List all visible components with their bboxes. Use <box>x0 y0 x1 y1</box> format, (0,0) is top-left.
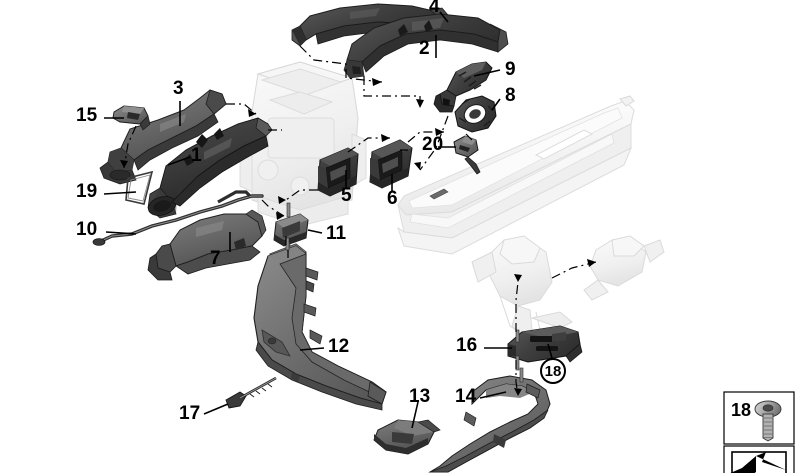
part-12-channel <box>253 237 387 411</box>
part-8-grommet <box>454 95 497 133</box>
callout-7: 7 <box>210 248 221 269</box>
callout-19: 19 <box>76 181 98 202</box>
callout-16: 16 <box>456 335 478 356</box>
part-5-vent <box>317 147 359 197</box>
part-3-duct <box>99 89 227 185</box>
callout-4: 4 <box>429 0 440 17</box>
callout-13: 13 <box>409 386 431 407</box>
ghost-dashboard-panel <box>397 95 635 255</box>
part-15-clip <box>112 105 151 131</box>
part-14-duct <box>428 367 551 473</box>
assembly-arrow-tips <box>120 78 596 396</box>
callout-11: 11 <box>326 223 347 244</box>
legend-label-18: 18 <box>731 400 752 420</box>
callout-6: 6 <box>387 188 398 209</box>
callout-20: 20 <box>422 134 444 155</box>
callout-15: 15 <box>76 105 98 126</box>
callout-1: 1 <box>191 145 202 166</box>
part-10-rod <box>92 190 264 246</box>
part-6-vent <box>369 139 413 189</box>
part-19-seal <box>125 170 154 205</box>
part-7-duct <box>147 209 267 281</box>
ghost-blower-assembly <box>471 235 665 337</box>
callout-3: 3 <box>173 78 184 99</box>
callout-14: 14 <box>455 386 477 407</box>
part-2-duct <box>343 13 509 79</box>
part-17-pin <box>225 376 277 409</box>
leader-lines <box>103 11 553 429</box>
part-13-vent <box>373 419 441 455</box>
part-11-bracket <box>273 202 309 258</box>
part-1-duct <box>147 117 273 219</box>
callout-5: 5 <box>341 185 352 206</box>
part-16-bracket <box>507 325 583 371</box>
legend-box-18 <box>723 391 795 445</box>
part-20-sensor <box>453 135 481 175</box>
callout-17: 17 <box>179 403 201 424</box>
callout-18: 18 <box>540 358 566 384</box>
callout-10: 10 <box>76 219 98 240</box>
callout-9: 9 <box>505 59 516 80</box>
legend-box-arrow <box>723 445 795 473</box>
callout-12: 12 <box>328 336 350 357</box>
part-9-duct <box>433 61 493 113</box>
callout-8: 8 <box>505 85 516 106</box>
callout-2: 2 <box>419 38 430 59</box>
